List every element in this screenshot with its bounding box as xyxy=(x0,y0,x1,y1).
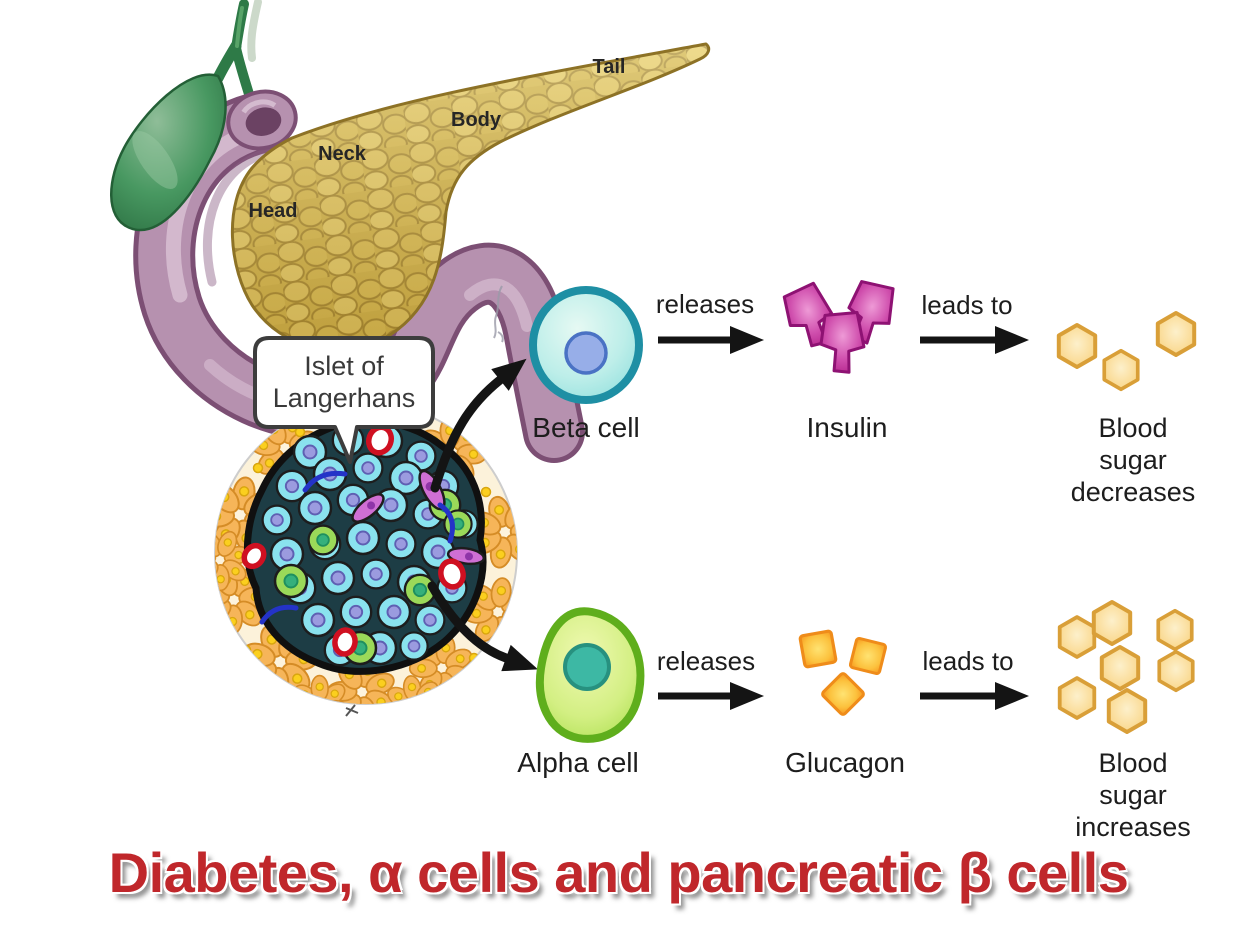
islet-callout-line1: Islet of xyxy=(304,351,384,381)
beta-releases-label: releases xyxy=(655,289,755,319)
gallbladder xyxy=(110,73,227,232)
glucose-decrease-cluster xyxy=(1056,311,1197,392)
bsi-line1: Blood sugar xyxy=(1098,748,1168,810)
arrow-to-beta-cell xyxy=(430,358,527,493)
alpha-cell-label: Alpha cell xyxy=(517,747,639,778)
alpha-leads-to-label: leads to xyxy=(922,646,1014,676)
artist-signature xyxy=(493,285,504,343)
bsi-line2: increases xyxy=(1075,812,1191,842)
islet-micrograph xyxy=(214,401,518,717)
islet-capillaries xyxy=(241,424,466,657)
insulin-label: Insulin xyxy=(806,412,888,443)
pancreas-body-label: Body xyxy=(451,109,501,131)
islet-blue-vessels xyxy=(259,470,455,625)
islet-callout-label: Islet of Langerhans xyxy=(255,350,433,414)
glucagon-molecules-icon xyxy=(798,629,888,718)
beta-cell-icon xyxy=(529,286,643,404)
islet-callout-bubble xyxy=(253,336,435,464)
glucose-increase-cluster xyxy=(1057,600,1195,734)
pancreas-neck-label: Neck xyxy=(318,143,366,165)
blood-sugar-decreases-label: Blood sugar decreases xyxy=(1071,412,1196,508)
islet-callout-line2: Langerhans xyxy=(272,383,416,413)
beta-cell-label: Beta cell xyxy=(532,412,640,443)
blood-sugar-increases-label: Blood sugar increases xyxy=(1075,747,1191,843)
insulin-molecules-icon xyxy=(778,275,903,375)
arrow-to-alpha-cell xyxy=(427,581,539,672)
alpha-cell-icon xyxy=(536,607,645,743)
micrograph-mark xyxy=(345,704,359,717)
bsd-line2: decreases xyxy=(1070,477,1196,507)
alpha-releases-label: releases xyxy=(656,646,756,676)
beta-leads-to-label: leads to xyxy=(921,290,1013,320)
pancreas xyxy=(230,42,711,351)
pancreas-tail-label: Tail xyxy=(592,56,626,78)
duodenum-opening xyxy=(226,89,298,151)
bsd-line1: Blood sugar xyxy=(1098,413,1168,475)
page-title: Diabetes, α cells and pancreatic β cells xyxy=(108,841,1129,904)
glucagon-label: Glucagon xyxy=(785,747,905,778)
pancreas-head-label: Head xyxy=(248,200,298,222)
